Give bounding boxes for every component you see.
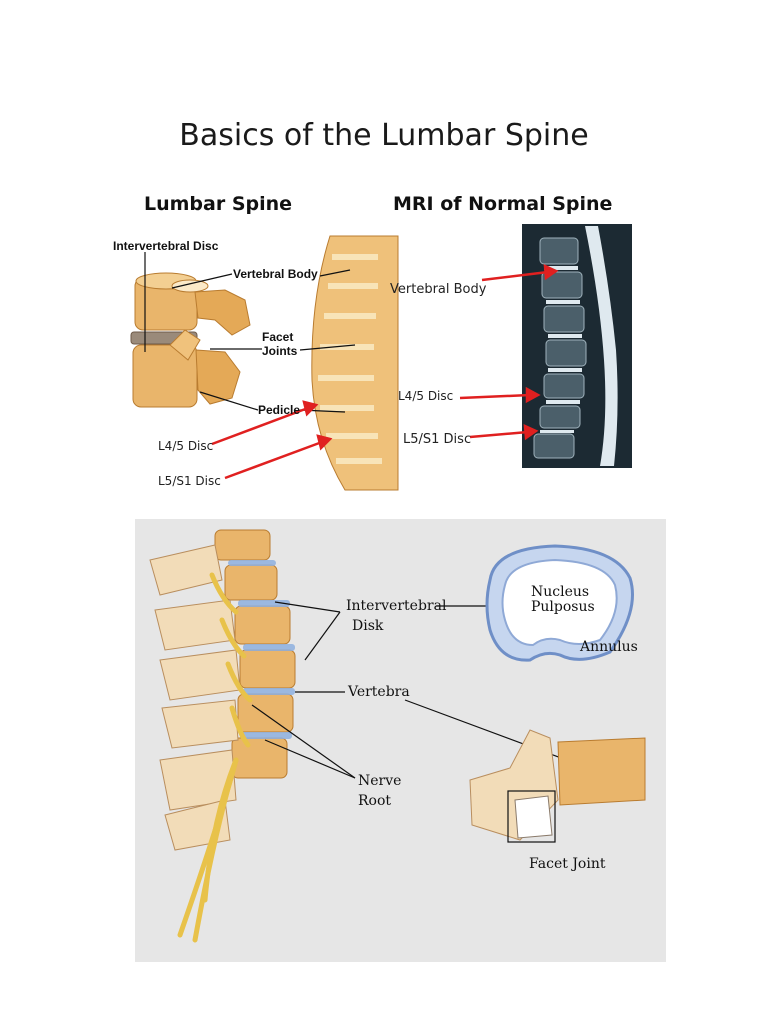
- label-nerve: Nerve: [358, 773, 402, 789]
- label-nucleus: Nucleus: [531, 584, 590, 600]
- label-disk: Disk: [352, 618, 384, 634]
- vertebra-detail: [469, 729, 646, 843]
- lumbar-spine-heading: Lumbar Spine: [144, 193, 293, 215]
- spine-column: [311, 235, 399, 491]
- label-pedicle: Pedicle: [258, 403, 301, 417]
- label-facet-joint: Facet Joint: [529, 856, 606, 872]
- spine-side-illustration: [149, 529, 296, 943]
- mri-heading: MRI of Normal Spine: [393, 193, 613, 215]
- label-vertebral-body: Vertebral Body: [233, 267, 318, 281]
- label-intervertebral-disc: Intervertebral Disc: [113, 239, 219, 253]
- page-title: Basics of the Lumbar Spine: [179, 118, 589, 153]
- label-joints: Joints: [262, 344, 298, 358]
- label-facet: Facet: [262, 330, 294, 344]
- label-l5s1-disc-mri: L5/S1 Disc: [403, 432, 472, 447]
- vertebra-closeup: [130, 272, 251, 408]
- label-annulus: Annulus: [580, 639, 638, 655]
- label-vertebral-body-mri: Vertebral Body: [390, 282, 487, 297]
- label-l45-disc-mri: L4/5 Disc: [398, 389, 454, 403]
- label-pulposus: Pulposus: [531, 599, 595, 615]
- label-l5s1-disc-left: L5/S1 Disc: [158, 474, 221, 488]
- label-l45-disc-left: L4/5 Disc: [158, 439, 214, 453]
- label-vertebra: Vertebra: [348, 684, 410, 700]
- disc-cross-section: [485, 544, 634, 662]
- label-intervertebral: Intervertebral: [346, 598, 447, 614]
- label-root: Root: [358, 793, 392, 809]
